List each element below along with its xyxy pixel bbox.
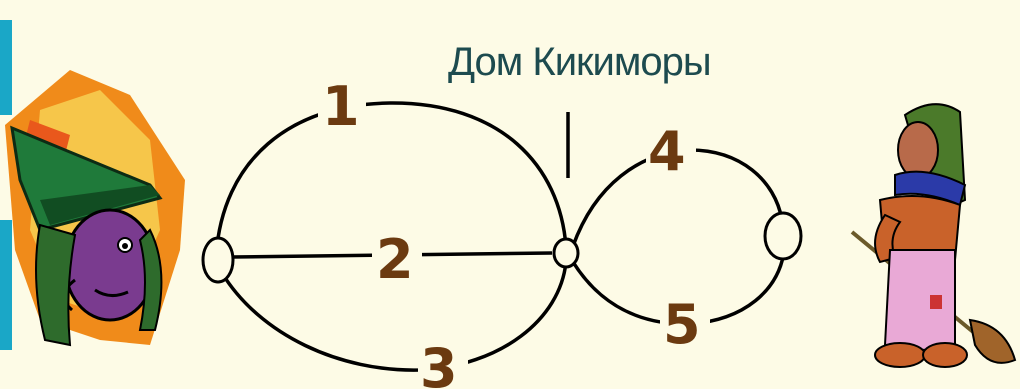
- edge-stripe-bottom: [0, 220, 12, 350]
- end-node: [765, 213, 801, 259]
- path-4-number: 4: [648, 120, 686, 183]
- kikimora-icon: [852, 104, 1015, 367]
- kikimora-house-node: [554, 239, 578, 267]
- edge-stripe-top: [0, 20, 12, 115]
- path-1-number: 1: [322, 75, 360, 138]
- kikimora-house-label: Дом Кикиморы: [448, 40, 711, 84]
- path-2-number: 2: [376, 228, 414, 291]
- path-5-number: 5: [663, 293, 701, 356]
- witch-icon: [5, 70, 185, 345]
- start-node: [203, 238, 233, 282]
- path-3-number: 3: [420, 337, 458, 389]
